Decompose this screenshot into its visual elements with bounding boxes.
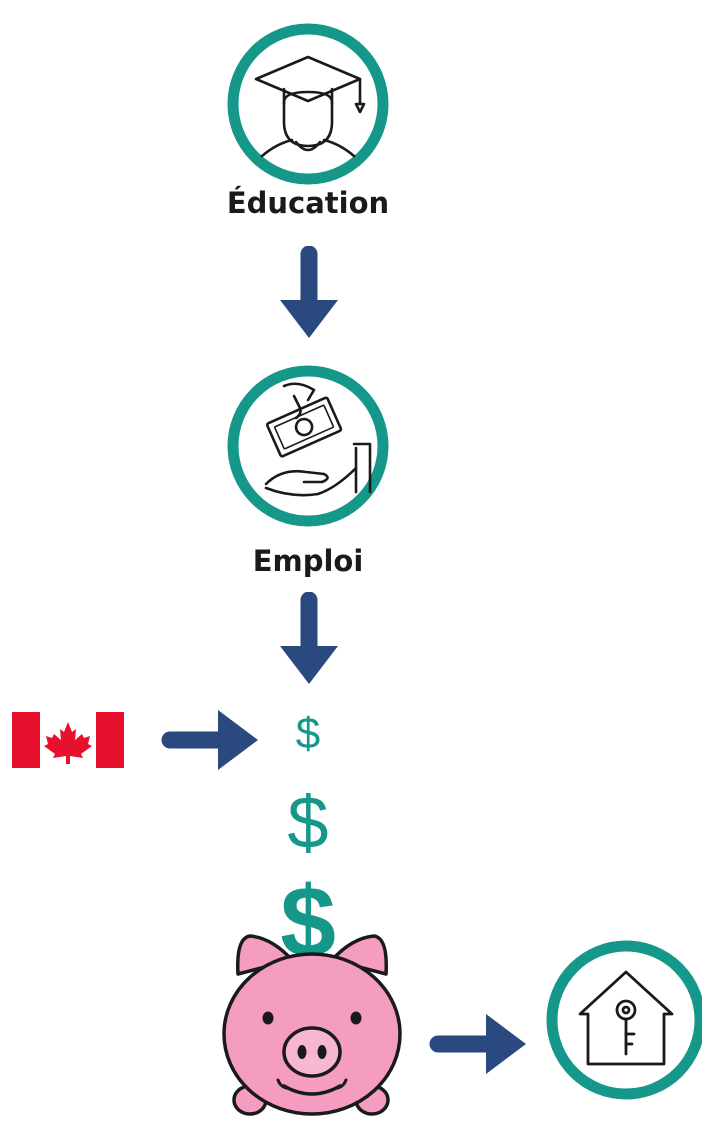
home-ownership-icon-circle <box>544 938 702 1102</box>
canada-flag-icon <box>12 712 124 768</box>
arrow-right-icon <box>429 1014 526 1074</box>
employment-icon-circle <box>226 364 390 528</box>
education-label: Éducation <box>226 186 390 220</box>
money-hand-icon <box>227 365 389 527</box>
dollar-sign-small: $ <box>295 709 321 758</box>
graduate-icon <box>227 23 389 185</box>
employment-label: Emploi <box>252 544 364 578</box>
piggy-bank-icon <box>222 934 402 1116</box>
arrow-down-icon <box>280 246 338 338</box>
education-icon-circle <box>226 22 390 186</box>
dollar-sign-medium: $ <box>287 781 329 864</box>
arrow-right-icon <box>161 710 258 770</box>
arrow-down-icon <box>280 592 338 684</box>
house-key-icon <box>546 940 702 1100</box>
